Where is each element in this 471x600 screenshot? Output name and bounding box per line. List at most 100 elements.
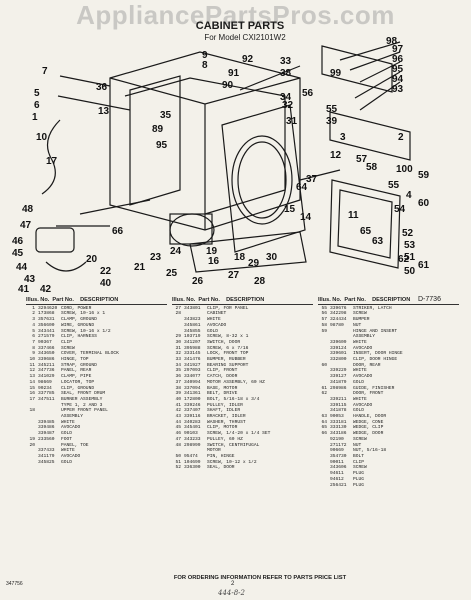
svg-text:34: 34	[280, 92, 292, 103]
svg-text:64: 64	[296, 182, 308, 193]
part-description: SCREW, 1/4-20 x 1/4 SET	[207, 431, 271, 437]
illustration-number: 48	[175, 442, 181, 448]
part-number: 336300	[184, 465, 201, 471]
part-number: 343650	[38, 351, 55, 357]
svg-text:56: 56	[302, 88, 314, 99]
part-number: 233560	[38, 436, 55, 442]
svg-text:55: 55	[388, 180, 400, 191]
part-description: PLUG	[353, 476, 365, 482]
illustration-number	[318, 483, 327, 489]
part-number: 337433	[38, 448, 55, 454]
part-description: AVOCADO	[207, 322, 227, 328]
part-description: WEDGE, CLIP	[353, 425, 384, 431]
part-number: 297093	[184, 368, 201, 374]
illustration-number: 1	[32, 305, 35, 311]
part-number: 98669	[38, 379, 52, 385]
illustration-number: 59	[321, 328, 327, 334]
page-number: 2	[231, 581, 235, 587]
part-description: MOTOR ASSEMBLY, 60 HZ	[207, 379, 265, 385]
svg-text:45: 45	[12, 248, 24, 259]
part-description: GOLD	[207, 328, 219, 334]
svg-text:38: 38	[280, 68, 292, 79]
part-description: WHITE	[61, 448, 75, 454]
part-number: 339686	[38, 357, 55, 363]
part-number: 332800	[330, 357, 347, 363]
part-description: GUIDE, FINISHER	[353, 385, 395, 391]
svg-text:53: 53	[404, 240, 416, 251]
svg-text:46: 46	[12, 236, 24, 247]
part-row: 94612 PLUG	[318, 477, 459, 483]
part-number: 345855	[184, 328, 201, 334]
illustration-number: 45	[175, 425, 181, 431]
part-number: 173868	[38, 311, 55, 317]
svg-text:2: 2	[398, 132, 404, 143]
part-description: SEAL, DOOR	[207, 465, 235, 471]
part-description: MOTOR	[207, 448, 221, 454]
part-description: WHITE	[353, 396, 367, 402]
part-number: 298986	[330, 385, 347, 391]
illustration-number: 51	[175, 459, 181, 465]
part-description: SCREW, 8-32 x 1	[207, 334, 249, 340]
part-description: DOOR, FRONT	[353, 391, 384, 397]
svg-text:27: 27	[228, 270, 240, 281]
part-number: 340994	[184, 379, 201, 385]
illustration-number: 55	[321, 305, 327, 311]
part-description: WHITE	[61, 419, 75, 425]
illustration-number: 56	[321, 311, 327, 317]
illustration-number: 38	[175, 385, 181, 391]
part-description: AVOCADO	[353, 374, 373, 380]
part-number: 341207	[184, 339, 201, 345]
part-number: 94612	[330, 476, 344, 482]
svg-text:5: 5	[34, 88, 40, 99]
part-number: 395988	[184, 345, 201, 351]
part-number: 94611	[330, 471, 344, 477]
part-number: 345861	[184, 322, 201, 328]
part-description: SWITCH, CENTRIFUGAL	[207, 442, 260, 448]
illustration-number: 58	[321, 322, 327, 328]
svg-text:10: 10	[36, 132, 48, 143]
part-description: PULLEY, IDLER	[207, 402, 243, 408]
part-description: SCREW, 6 x 7/16	[207, 345, 249, 351]
svg-text:20: 20	[86, 254, 98, 265]
rear-panel	[129, 75, 181, 206]
part-number: 343823	[184, 317, 201, 323]
illustration-number: 28	[175, 311, 181, 317]
part-description: SHAFT, IDLER	[207, 408, 241, 414]
part-description: SEAL, FRONT DRUM	[61, 391, 106, 397]
part-number: 104699	[184, 459, 201, 465]
part-description: PLUG	[353, 482, 365, 488]
exploded-parts-diagram: 98 97 96 95 94 93 9 92 8 91 90 33 38 34 …	[12, 36, 430, 295]
svg-text:18: 18	[234, 252, 246, 263]
svg-text:100: 100	[396, 164, 413, 175]
svg-text:60: 60	[418, 198, 430, 209]
part-row: ASSEMBLY	[318, 334, 459, 340]
part-description: SWITCH, DOOR	[207, 339, 241, 345]
part-number: 343606	[330, 465, 347, 471]
part-number: 357631	[38, 317, 55, 323]
part-number: 337785	[38, 391, 55, 397]
illustration-number: 50	[175, 453, 181, 459]
illustration-number: 64	[321, 419, 327, 425]
svg-text:55: 55	[326, 104, 338, 115]
part-number: 341878	[330, 408, 347, 414]
svg-text:96: 96	[392, 54, 404, 65]
part-description: CLIP	[61, 339, 73, 345]
part-number: 341476	[184, 357, 201, 363]
svg-text:30: 30	[266, 252, 278, 263]
part-number: 339601	[330, 351, 347, 357]
